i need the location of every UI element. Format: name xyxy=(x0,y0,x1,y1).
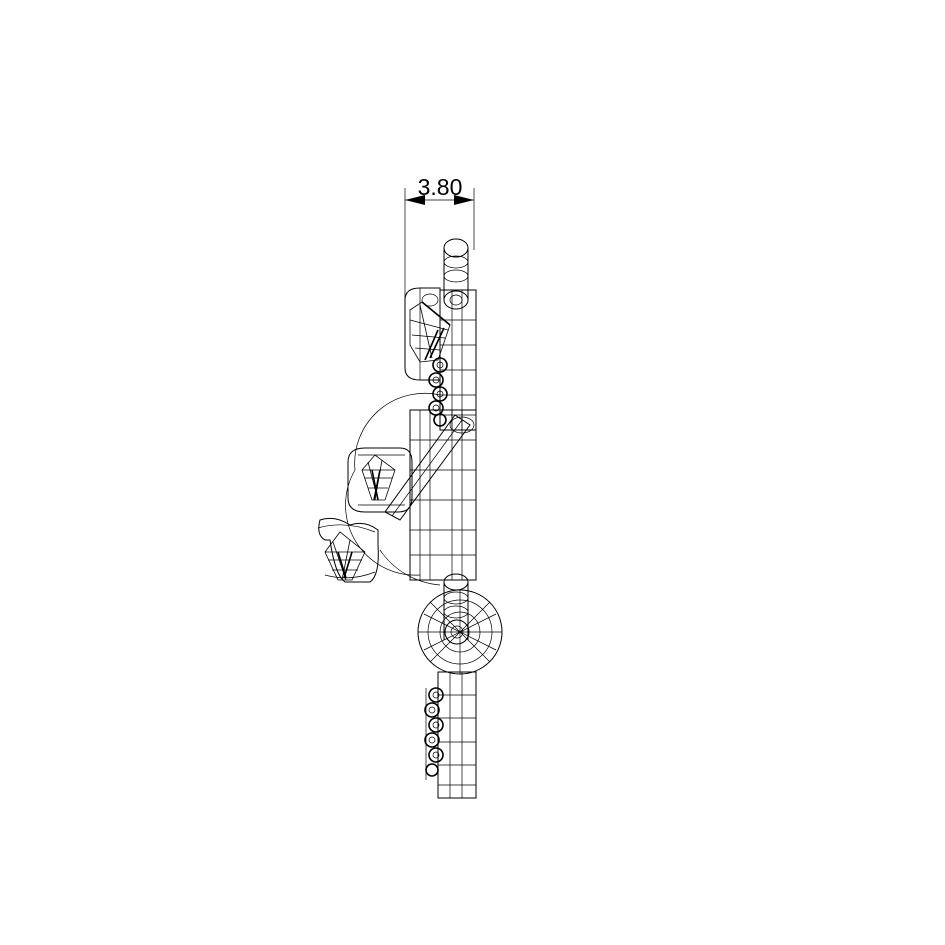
main-frame-middle xyxy=(345,392,477,586)
lower-stone-cluster xyxy=(424,687,444,780)
main-frame-top xyxy=(404,287,477,431)
middle-gem-setting xyxy=(347,447,413,513)
width-dimension: 3.80 xyxy=(404,174,475,300)
top-gem-setting xyxy=(409,301,451,363)
main-frame-bottom xyxy=(437,671,477,799)
dimension-arrow-left xyxy=(405,195,425,205)
dimension-arrow-right xyxy=(454,195,474,205)
lower-left-gem-setting xyxy=(317,517,379,583)
upper-stone-cluster xyxy=(428,357,448,427)
hinge-joint xyxy=(417,573,503,675)
top-loop xyxy=(443,238,469,310)
dimension-value-label: 3.80 xyxy=(418,174,463,200)
